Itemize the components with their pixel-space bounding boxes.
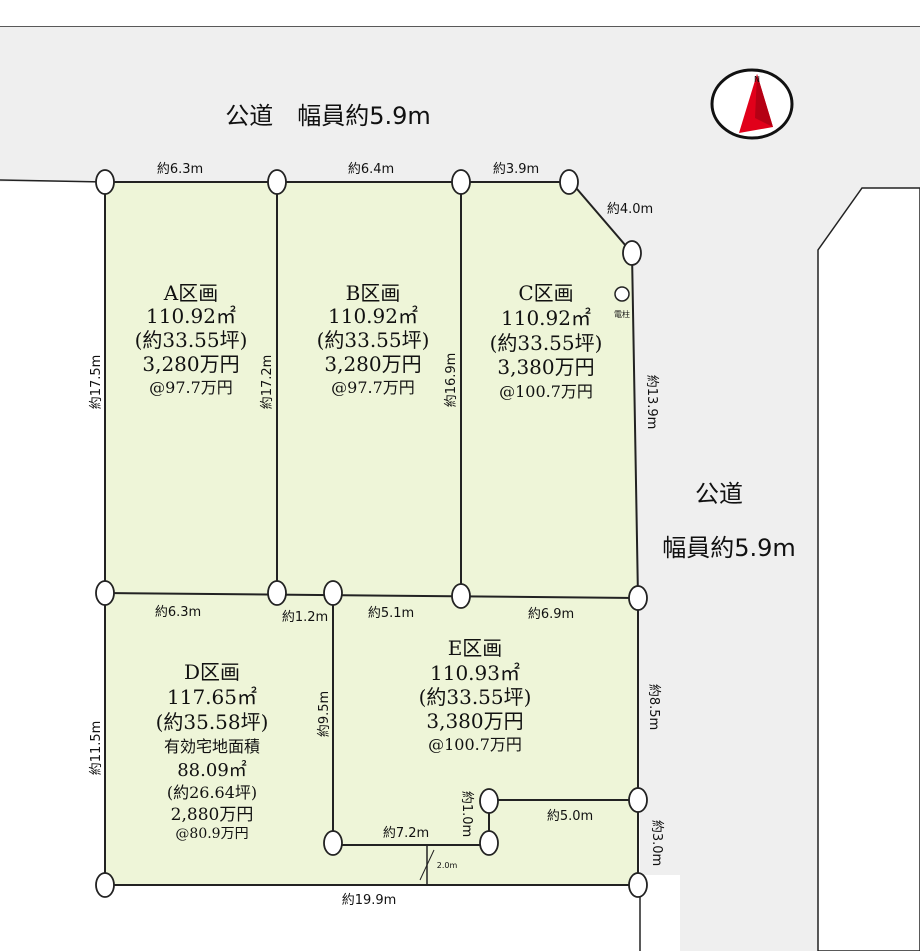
dim-ab-line: 約17.2m [260,355,275,410]
lot-a-name: A区画 [163,281,218,305]
lot-d-price: 2,880万円 [171,805,254,825]
lot-d-effective-tsubo: (約26.64坪) [167,783,257,802]
north-road [0,27,920,951]
survey-point [323,830,343,856]
lot-e-area: 110.93㎡ [430,661,520,685]
dim-bottom: 約19.9m [342,893,397,908]
east-outer-block [817,187,920,951]
lot-e-name: E区画 [448,636,503,660]
compass-letter: N [754,75,760,84]
south-east-block [640,885,680,951]
lot-e-unit-price: @100.7万円 [428,735,522,754]
utility-pole-label: 電柱 [614,309,630,319]
dim-step-v: 約1.0m [459,791,474,837]
lot-a-tsubo: (約33.55坪) [135,328,248,352]
lot-e-tsubo: (約33.55坪) [419,685,532,709]
survey-point [95,872,115,898]
survey-point [95,169,115,195]
lot-d-tsubo: (約35.58坪) [156,710,269,734]
lot-e: E区画 110.93㎡ (約33.55坪) 3,380万円 @100.7万円 [419,636,532,754]
lot-d-area: 117.65㎡ [167,685,257,709]
survey-point [628,787,648,813]
survey-point [267,169,287,195]
lot-a-area: 110.92㎡ [146,304,236,328]
dim-step-right: 約5.0m [547,809,593,824]
survey-point [479,788,499,814]
dim-mid-b: 約5.1m [368,606,414,621]
lot-c-tsubo: (約33.55坪) [490,331,603,355]
dim-step-bottom: 約7.2m [383,826,429,841]
lot-b-price: 3,280万円 [324,352,421,376]
north-road-edge [0,179,106,183]
lot-a: A区画 110.92㎡ (約33.55坪) 3,280万円 @97.7万円 [135,281,248,397]
dim-corner: 約4.0m [607,202,653,217]
survey-point [628,585,648,611]
dim-mid-small: 約1.2m [282,610,328,625]
dim-mid-c: 約6.9m [528,607,574,622]
north-arrow-icon: N [710,68,794,140]
dim-east-e: 約8.5m [646,684,661,730]
survey-point [622,240,642,266]
survey-point [559,169,579,195]
dim-east-lower: 約3.0m [649,820,664,866]
survey-points [95,169,648,898]
survey-point [451,169,471,195]
lot-b-area: 110.92㎡ [328,304,418,328]
lot-c-price: 3,380万円 [497,355,594,379]
lot-d-unit-price: @80.9万円 [175,826,248,842]
survey-point [95,580,115,606]
lot-b: B区画 110.92㎡ (約33.55坪) 3,280万円 @97.7万円 [317,281,430,397]
lot-b-tsubo: (約33.55坪) [317,328,430,352]
lot-c: C区画 110.92㎡ (約33.55坪) 3,380万円 @100.7万円 [490,281,603,401]
lot-b-name: B区画 [346,281,401,305]
lot-a-unit-price: @97.7万円 [149,378,233,397]
lot-b-unit-price: @97.7万円 [331,378,415,397]
dim-small-2: 2.0m [437,861,458,870]
survey-point [451,583,471,609]
dim-west-a: 約17.5m [89,355,104,410]
east-road-label-1: 公道 [695,480,743,508]
lot-d-name: D区画 [184,660,240,684]
utility-pole-icon [614,286,630,302]
dim-east-upper: 約13.9m [644,375,659,430]
dim-mid-d: 約6.3m [155,605,201,620]
site-area [104,181,639,886]
dim-de-line: 約9.5m [317,691,332,737]
lot-c-area: 110.92㎡ [501,306,591,330]
line-mid [104,592,639,599]
lot-c-unit-price: @100.7万円 [499,382,593,401]
dim-top-a: 約6.3m [157,162,203,177]
lot-a-price: 3,280万円 [142,352,239,376]
east-road-label-2: 幅員約5.9m [662,534,796,562]
lot-d-effective-label: 有効宅地面積 [164,737,260,756]
north-road-label: 公道 幅員約5.9m [225,102,431,130]
survey-point [267,580,287,606]
dim-top-b: 約6.4m [348,162,394,177]
lot-d: D区画 117.65㎡ (約35.58坪) 有効宅地面積 88.09㎡ (約26… [156,660,269,842]
marker-2m-slash [419,849,435,881]
survey-point [323,580,343,606]
lot-e-price: 3,380万円 [426,709,523,733]
survey-point [628,872,648,898]
dim-bc-line: 約16.9m [444,353,459,408]
lot-c-name: C区画 [518,281,573,305]
survey-point [479,830,499,856]
lot-d-effective-area: 88.09㎡ [177,759,247,781]
dim-top-c: 約3.9m [493,162,539,177]
dim-west-d: 約11.5m [89,721,104,776]
